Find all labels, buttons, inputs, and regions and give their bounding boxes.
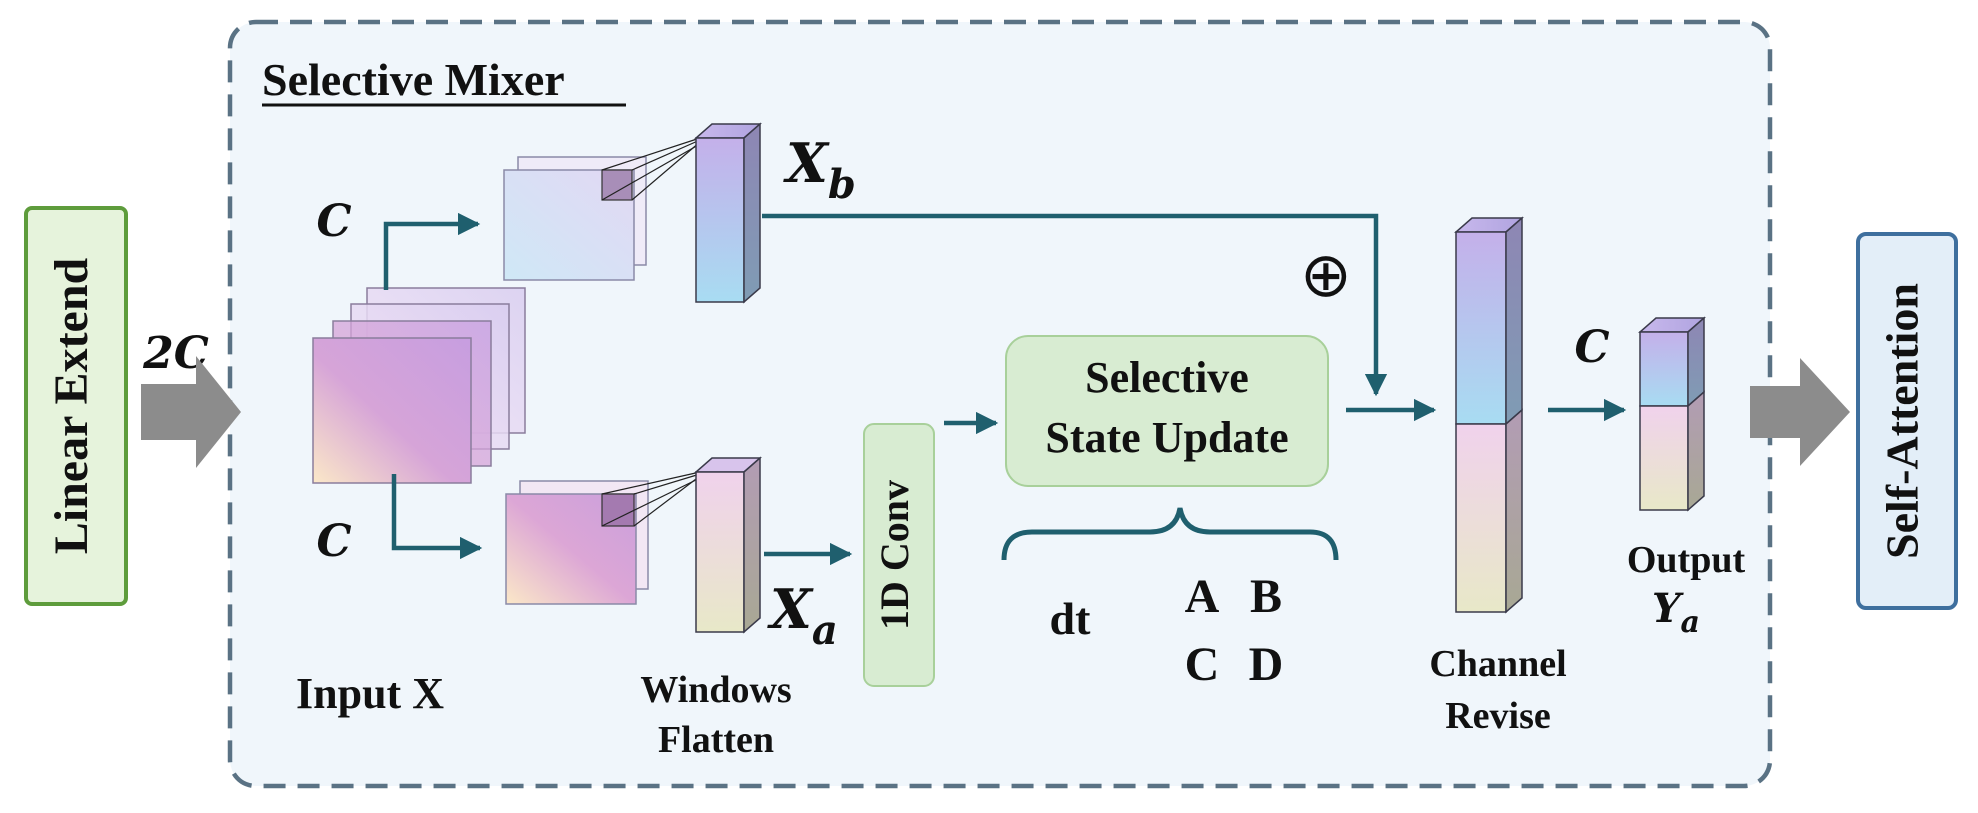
- bottom-window-ray-3: [633, 475, 701, 527]
- channel-revise-line2: Revise: [1445, 695, 1551, 737]
- top-vector-bar-front: [695, 137, 745, 303]
- channel-revise-line1: Channel: [1429, 643, 1566, 685]
- bottom-vector-bar-front: [695, 471, 745, 633]
- output-ya-main: Y: [1652, 585, 1684, 632]
- ssu-params-brace: [1001, 507, 1339, 561]
- windows-flatten-line1: Windows: [640, 669, 791, 711]
- concat-bar-lower: [1455, 423, 1507, 613]
- xa-sub: a: [812, 607, 838, 654]
- xb-sub: b: [828, 161, 856, 208]
- xb-main: X: [783, 131, 830, 195]
- param-d: D: [1249, 638, 1284, 691]
- input-gray-arrow: [141, 356, 241, 468]
- output-gray-arrow: [1750, 358, 1850, 466]
- xa-main: X: [767, 577, 814, 641]
- linear-extend-label: Linear Extend: [45, 257, 98, 554]
- input-stack-layer-1: [312, 337, 472, 484]
- xb-skip-arrow: [762, 213, 1388, 397]
- param-a: A: [1185, 570, 1220, 623]
- concat-bar-upper: [1455, 231, 1507, 425]
- concat-bar-side-upper: [1505, 216, 1523, 426]
- param-dt: dt: [1050, 593, 1092, 644]
- output-ya-sub: a: [1681, 605, 1700, 640]
- output-bar-lower: [1639, 405, 1689, 511]
- conv1d-block: [863, 423, 935, 687]
- top-window-ray-1: [601, 137, 701, 171]
- self-attention-label: Self-Attention: [1877, 283, 1928, 559]
- param-b: B: [1250, 570, 1282, 623]
- xb-label: Xb: [783, 131, 856, 208]
- bottom-window-patch: [601, 493, 635, 527]
- branch-bottom-channels: C: [316, 516, 351, 567]
- input-x-label: Input X: [296, 669, 444, 718]
- linear-extend-block: [24, 206, 128, 606]
- output-bar-side-upper: [1687, 316, 1705, 408]
- branch-top-arrow: [383, 212, 481, 290]
- ssu-line1: Selective: [1085, 353, 1249, 402]
- conv1d-label: 1D Conv: [872, 480, 917, 630]
- output-label: Output: [1627, 539, 1746, 581]
- ssu-block: [1005, 335, 1329, 487]
- param-c: C: [1185, 638, 1220, 691]
- output-bar-side-lower: [1687, 390, 1705, 512]
- top-window-ray-4: [601, 143, 701, 201]
- bottom-window-ray-2: [633, 473, 701, 495]
- output-ya-label: Ya: [1652, 585, 1700, 640]
- bottom-vector-bar-side: [743, 456, 761, 634]
- ssu-line2: State Update: [1045, 413, 1288, 462]
- branch-bottom-arrow: [391, 474, 483, 560]
- top-vector-bar-side: [743, 122, 761, 304]
- bottom-window-ray-4: [601, 477, 701, 527]
- top-window-patch: [601, 169, 633, 201]
- add-symbol: ⊕: [1300, 238, 1352, 311]
- windows-flatten-line2: Flatten: [658, 719, 774, 761]
- xa-label: Xa: [767, 577, 838, 654]
- self-attention-block: [1856, 232, 1958, 610]
- branch-top-channels: C: [316, 196, 351, 247]
- output-bar-upper: [1639, 331, 1689, 407]
- bottom-window-ray-1: [601, 471, 701, 495]
- top-window-ray-3: [631, 141, 701, 201]
- top-window-ray-2: [631, 139, 701, 171]
- concat-bar-side-lower: [1505, 408, 1523, 614]
- frame-title: Selective Mixer: [262, 54, 565, 105]
- out-channels-label: C: [1574, 322, 1609, 373]
